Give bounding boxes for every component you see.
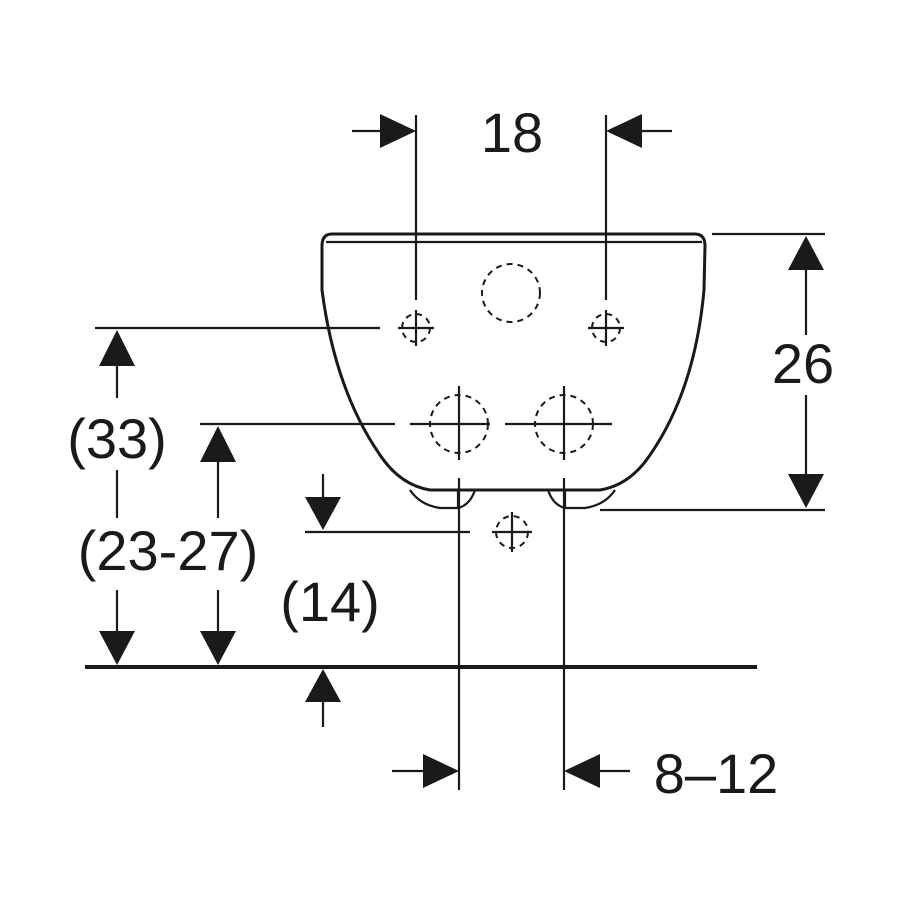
right-lower-cross — [505, 386, 612, 460]
bidet-base-inner — [456, 489, 567, 510]
drain-cross — [492, 512, 532, 552]
arrow-left-icon — [564, 754, 600, 788]
label-8-12: 8–12 — [654, 742, 779, 805]
left-upper-bolt-cross — [398, 310, 434, 346]
dimension-33: (33) — [67, 330, 167, 665]
dimension-14: (14) — [280, 474, 380, 727]
label-33: (33) — [67, 407, 167, 470]
dimension-8-12: 8–12 — [392, 742, 778, 805]
arrow-right-icon — [380, 114, 416, 148]
arrow-down-icon — [200, 631, 236, 665]
arrow-right-icon — [423, 754, 459, 788]
dimension-23-27: (23-27) — [78, 426, 259, 665]
arrow-up-icon — [305, 669, 341, 702]
left-lower-cross — [410, 386, 490, 460]
right-upper-bolt-cross — [588, 310, 624, 346]
bidet-outline — [320, 232, 707, 492]
label-18: 18 — [481, 101, 543, 164]
bidet-body — [320, 232, 707, 510]
connection-points — [398, 263, 624, 552]
dimension-26: 26 — [772, 236, 834, 508]
arrow-down-icon — [788, 474, 824, 508]
dimension-18: 18 — [352, 101, 672, 164]
label-14: (14) — [280, 570, 380, 633]
tap-hole-circle — [481, 263, 541, 323]
arrow-down-icon — [305, 497, 341, 530]
bidet-base — [409, 489, 616, 510]
arrow-up-icon — [200, 426, 236, 462]
label-23-27: (23-27) — [78, 519, 259, 582]
arrow-left-icon — [606, 114, 642, 148]
label-26: 26 — [772, 332, 834, 395]
arrow-up-icon — [99, 330, 135, 366]
extension-lines — [95, 115, 825, 790]
arrow-up-icon — [788, 236, 824, 270]
arrow-down-icon — [99, 631, 135, 665]
